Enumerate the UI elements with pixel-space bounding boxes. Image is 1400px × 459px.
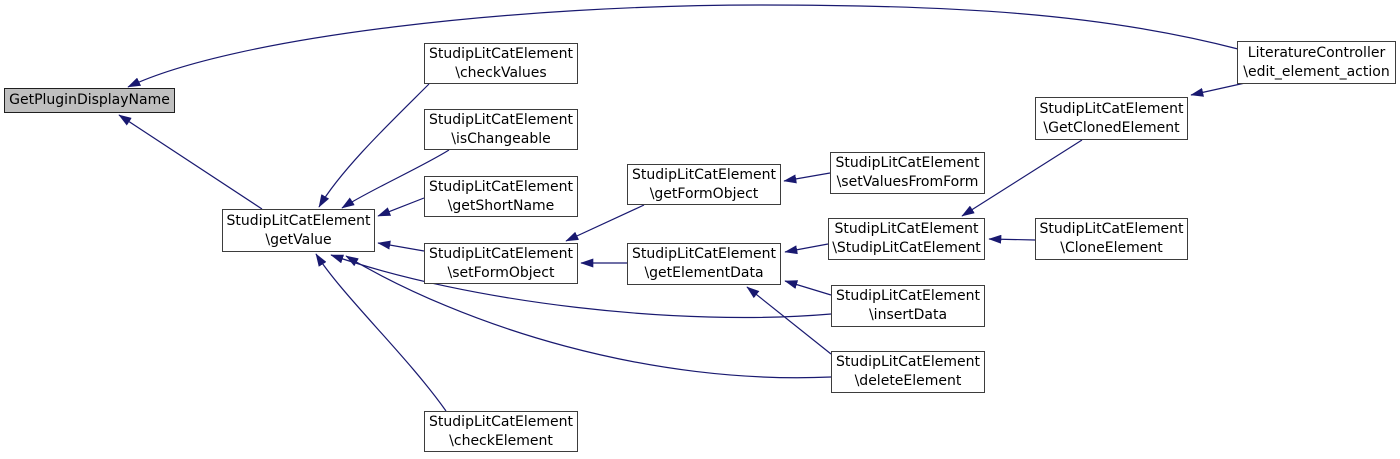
node-insertdata[interactable]: StudipLitCatElement \insertData <box>831 285 985 327</box>
node-label: StudipLitCatElement <box>1039 100 1184 117</box>
node-label: StudipLitCatElement <box>429 413 573 430</box>
node-getelementdata[interactable]: StudipLitCatElement \getElementData <box>627 243 781 285</box>
node-label: StudipLitCatElement <box>632 246 776 262</box>
node-label: \deleteElement <box>854 373 962 389</box>
node-getformobject[interactable]: StudipLitCatElement \getFormObject <box>627 164 781 205</box>
node-getvalue[interactable]: StudipLitCatElement \getValue <box>222 209 375 252</box>
node-label: \StudipLitCatElement <box>832 240 981 256</box>
node-checkelement[interactable]: StudipLitCatElement \checkElement <box>424 411 578 452</box>
node-setvaluesfromform[interactable]: StudipLitCatElement \setValuesFromForm <box>830 152 985 194</box>
edge-edit-element-action-to-getplugindisplayname <box>127 4 1239 88</box>
edge-insertdata-to-getelementdata <box>784 280 832 296</box>
node-label: StudipLitCatElement <box>632 166 776 183</box>
node-label: StudipLitCatElement <box>836 288 980 304</box>
node-constructor[interactable]: StudipLitCatElement \StudipLitCatElement <box>828 218 985 260</box>
node-label: StudipLitCatElement <box>834 221 979 237</box>
node-label: StudipLitCatElement <box>226 212 371 229</box>
node-label: \checkValues <box>455 64 547 81</box>
edge-constructor-to-getelementdata <box>784 243 829 255</box>
node-label: StudipLitCatElement <box>429 245 573 262</box>
node-label: StudipLitCatElement <box>1039 221 1184 237</box>
node-label: \setFormObject <box>447 264 555 281</box>
node-label: \CloneElement <box>1060 240 1163 256</box>
edge-setvaluesfromform-to-getformobject <box>783 172 831 184</box>
node-cloneelement[interactable]: StudipLitCatElement \CloneElement <box>1035 218 1188 260</box>
node-label: \getFormObject <box>649 185 759 202</box>
node-label: StudipLitCatElement <box>429 178 573 195</box>
node-label: \edit_element_action <box>1243 63 1390 80</box>
node-label: \getValue <box>265 231 332 248</box>
edge-insertdata-to-getvalue <box>330 254 832 319</box>
node-setformobject[interactable]: StudipLitCatElement \setFormObject <box>424 243 578 284</box>
edge-getshortname-to-getvalue <box>377 197 425 217</box>
edge-deleteelement-to-getelementdata <box>746 286 832 355</box>
node-label: StudipLitCatElement <box>429 45 573 62</box>
node-label: LiteratureController <box>1247 44 1386 61</box>
node-label: \getElementData <box>644 265 764 281</box>
edge-getvalue-to-getplugindisplayname <box>118 114 263 210</box>
node-getshortname[interactable]: StudipLitCatElement \getShortName <box>424 176 578 217</box>
edge-deleteelement-to-getvalue <box>345 255 832 379</box>
node-getplugindisplayname: GetPluginDisplayName <box>4 88 175 113</box>
node-label: \isChangeable <box>451 130 551 147</box>
edge-cloneelement-to-constructor <box>988 234 1036 244</box>
edge-getclonedelement-to-constructor <box>961 139 1083 217</box>
edge-checkvalues-to-getvalue <box>318 83 430 208</box>
edge-edit-element-action-to-getclonedelement <box>1190 82 1246 97</box>
node-getclonedelement[interactable]: StudipLitCatElement \GetClonedElement <box>1035 97 1188 140</box>
node-ischangeable[interactable]: StudipLitCatElement \isChangeable <box>424 109 578 150</box>
edge-ischangeable-to-getvalue <box>341 149 450 209</box>
edge-getformobject-to-setformobject <box>565 204 645 242</box>
node-label: \GetClonedElement <box>1043 119 1180 136</box>
node-deleteelement[interactable]: StudipLitCatElement \deleteElement <box>831 351 985 393</box>
node-label: StudipLitCatElement <box>429 111 573 128</box>
node-label: GetPluginDisplayName <box>9 92 170 108</box>
node-checkvalues[interactable]: StudipLitCatElement \checkValues <box>424 43 578 84</box>
edge-checkelement-to-getvalue <box>315 253 447 412</box>
node-label: \setValuesFromForm <box>836 174 979 190</box>
node-label: StudipLitCatElement <box>835 155 980 171</box>
node-label: \checkElement <box>449 432 553 449</box>
node-label: \getShortName <box>447 197 555 214</box>
node-label: StudipLitCatElement <box>836 354 980 370</box>
node-edit-element-action[interactable]: LiteratureController \edit_element_actio… <box>1237 41 1396 84</box>
edge-setformobject-to-getvalue <box>377 240 425 252</box>
node-label: \insertData <box>868 307 948 323</box>
